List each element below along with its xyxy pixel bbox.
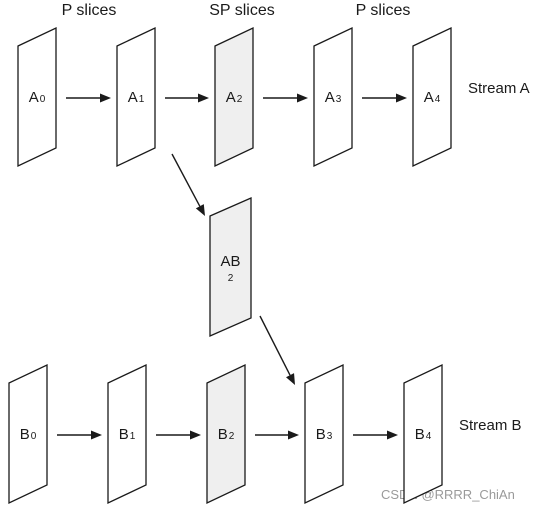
frame-b2-shape [206,363,246,505]
frame-ab2-subscript: 2 [228,273,234,284]
arrow-a1-to-ab2 [171,153,205,216]
frame-b0: B0 [8,363,48,505]
frame-a0-subscript: 0 [40,94,46,105]
frame-a3-letter: A [325,89,335,106]
frame-b0-label: B0 [20,426,37,443]
frame-b0-shape [8,363,48,505]
frame-b1-label: B1 [119,426,136,443]
frame-a3-shape [313,26,353,168]
frame-a0-shape [17,26,57,168]
frame-a0: A0 [17,26,57,168]
arrow-b2-to-b3 [255,430,299,440]
frame-a2-letter: A [226,89,236,106]
frame-b0-letter: B [20,426,30,443]
frame-b2-letter: B [218,426,228,443]
arrow-a2-to-a3-head [297,93,308,103]
frame-a2: A2 [214,26,254,168]
arrow-b1-to-b2-head [190,430,201,440]
arrow-b2-to-b3-head [288,430,299,440]
arrow-a1-to-ab2-head [195,204,205,216]
arrow-b3-to-b4 [353,430,398,440]
frame-b1: B1 [107,363,147,505]
frame-ab2: AB 2 [209,197,252,337]
arrow-a1-to-a2 [165,93,209,103]
arrow-a0-to-a1 [66,93,111,103]
frame-b2: B2 [206,363,246,505]
frame-ab2-letter: AB [220,253,240,270]
frame-b4-label: B4 [415,426,432,443]
arrow-b1-to-b2 [156,430,201,440]
frame-b3-label: B3 [316,426,333,443]
watermark-text: CSDN @RRRR_ChiAn [381,487,515,502]
arrow-b0-to-b1-head [91,430,102,440]
frame-a2-label: A2 [226,89,243,106]
frame-ab2-shape [209,197,252,337]
arrow-ab2-to-b3-head [286,373,295,385]
arrow-a3-to-a4 [362,93,407,103]
arrow-ab2-to-b3-shaft [259,315,291,376]
frame-b2-label: B2 [218,426,235,443]
header-p-slices-right: P slices [356,2,411,19]
frame-a1: A1 [116,26,156,168]
frame-a3-subscript: 3 [336,94,342,105]
frame-a1-letter: A [128,89,138,106]
frame-a4-letter: A [424,89,434,106]
frame-b4: B4 [403,363,443,505]
frame-b4-letter: B [415,426,425,443]
frame-b3-subscript: 3 [327,431,333,442]
arrow-a1-to-ab2-shaft [171,153,201,207]
frame-b3-letter: B [316,426,326,443]
frame-b1-shape [107,363,147,505]
frame-b3-shape [304,363,344,505]
frame-a4-shape [412,26,452,168]
frame-b3: B3 [304,363,344,505]
arrow-a2-to-a3 [263,93,308,103]
arrow-a1-to-a2-head [198,93,209,103]
frame-a4-label: A4 [424,89,441,106]
frame-a0-letter: A [29,89,39,106]
header-p-slices-left: P slices [62,2,117,19]
frame-b1-letter: B [119,426,129,443]
arrow-b0-to-b1 [57,430,102,440]
frame-a4-subscript: 4 [435,94,441,105]
frame-a1-label: A1 [128,89,145,106]
arrow-b3-to-b4-head [387,430,398,440]
stream-a-label: Stream A [468,80,530,97]
frame-a2-subscript: 2 [237,94,243,105]
header-sp-slices: SP slices [209,2,275,19]
frame-a3-label: A3 [325,89,342,106]
frame-a4: A4 [412,26,452,168]
arrows-layer [57,93,407,440]
frame-b2-subscript: 2 [229,431,235,442]
frame-a3: A3 [313,26,353,168]
frame-a1-shape [116,26,156,168]
arrow-a0-to-a1-head [100,93,111,103]
frame-a0-label: A0 [29,89,46,106]
stream-b-label: Stream B [459,417,522,434]
arrow-ab2-to-b3 [259,315,295,385]
frame-b4-shape [403,363,443,505]
frame-b1-subscript: 1 [130,431,136,442]
frame-b4-subscript: 4 [426,431,432,442]
frame-a1-subscript: 1 [139,94,145,105]
frame-b0-subscript: 0 [31,431,37,442]
frame-a2-shape [214,26,254,168]
arrow-a3-to-a4-head [396,93,407,103]
